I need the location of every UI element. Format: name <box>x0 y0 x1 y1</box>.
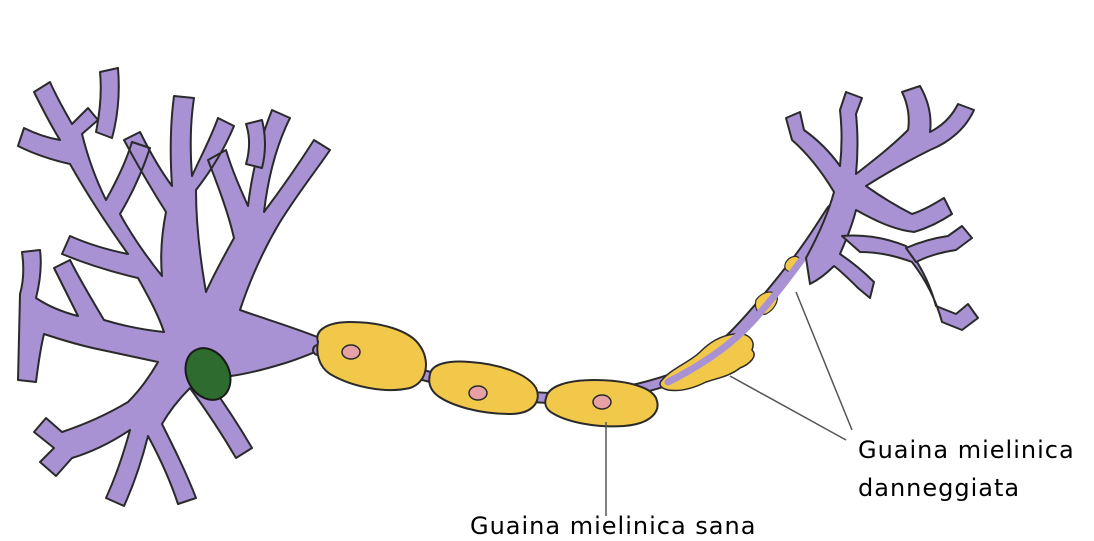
myelin-segment-1 <box>317 322 426 390</box>
healthy-myelin-sheaths <box>317 322 657 426</box>
label-damaged-sheath-line1: Guaina mielinica <box>858 436 1075 464</box>
leader-line-damaged-1 <box>730 376 846 440</box>
axon-terminal-branches <box>786 86 974 298</box>
dendrite-branch-top <box>246 120 265 168</box>
axon-terminal <box>786 86 978 330</box>
label-damaged-sheath-line2: danneggiata <box>858 474 1020 502</box>
soma-and-dendrites <box>18 82 330 506</box>
label-healthy-sheath: Guaina mielinica sana <box>470 512 756 540</box>
schwann-nucleus-2 <box>469 386 487 400</box>
schwann-nucleus-1 <box>342 345 360 359</box>
cell-body <box>18 68 330 506</box>
dendrite-branch-upper-left <box>96 68 119 138</box>
schwann-nucleus-3 <box>593 395 611 409</box>
leader-line-damaged-2 <box>796 292 852 430</box>
